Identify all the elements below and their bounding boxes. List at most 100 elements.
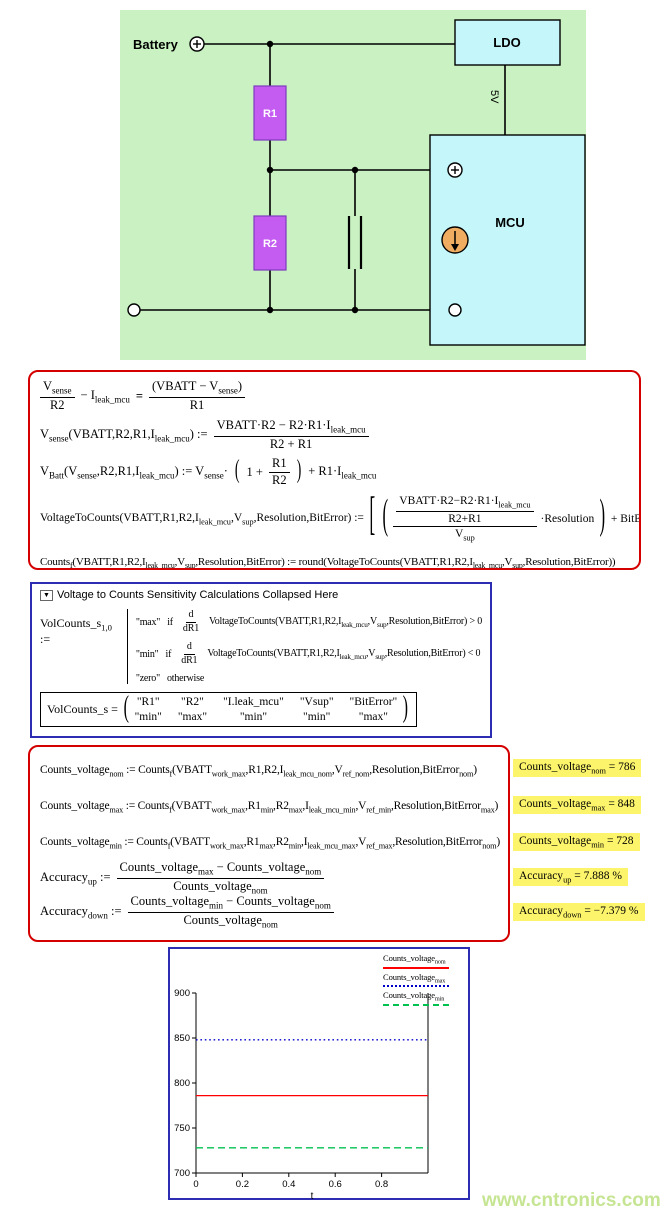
legend-line-sample — [383, 985, 449, 988]
eq-term: + BitError — [610, 513, 641, 525]
collapsed-area-header[interactable]: ▼ Voltage to Counts Sensitivity Calculat… — [40, 589, 482, 601]
eq-term: ·Resolution — [540, 513, 595, 525]
ldo-label: LDO — [493, 35, 520, 50]
current-source-icon — [441, 226, 469, 254]
eq-vsense-definition[interactable]: Vsense(VBATT,R2,R1,Ileak_mcu) := VBATT·R… — [40, 418, 629, 452]
results-equations-region[interactable]: Counts_voltagenom := Countsf(VBATTwork_m… — [28, 745, 510, 942]
eq-vbatt-definition[interactable]: VBatt(Vsense,R2,R1,Ileak_mcu) := Vsense·… — [40, 456, 629, 488]
case-value: "min" — [135, 648, 159, 660]
fraction: Vsense R2 — [40, 379, 75, 413]
bracket-open: [ — [369, 492, 376, 543]
eq-piecewise-sensitivity[interactable]: VolCounts_s1,0 := "max" if d dR1 Voltage… — [40, 609, 482, 684]
paren-open: ( — [234, 456, 240, 486]
case-value: "zero" — [135, 673, 160, 684]
legend-item: Counts_voltagemin — [383, 990, 463, 1007]
eq-full: Counts_voltagemax := Countsf(VBATTwork_m… — [40, 799, 499, 815]
matrix-cell: "max" — [177, 711, 208, 723]
collapse-toggle-icon[interactable]: ▼ — [40, 589, 53, 601]
y-tick-label: 850 — [174, 1033, 190, 1044]
result-counts-nominal[interactable]: Counts_voltagenom = 786 — [513, 759, 642, 778]
eq-counts-min[interactable]: Counts_voltagemin := Countsf(VBATTwork_m… — [40, 825, 501, 861]
x-axis-label: t — [311, 1191, 314, 1202]
mcu-input-plus-terminal-icon — [447, 162, 463, 178]
numerator: VBATT·R2−R2·R1·Ileak_mcu — [396, 494, 534, 512]
case-value: "max" — [135, 616, 161, 628]
denominator: Counts_voltagenom — [173, 878, 268, 896]
case-expression: VoltageToCounts(VBATT,R1,R2,Ileak_mcu,Vs… — [207, 647, 481, 661]
result-counts-min[interactable]: Counts_voltagemin = 728 — [513, 833, 640, 852]
denominator: R2 + R1 — [269, 436, 313, 451]
x-tick-label: 0.4 — [282, 1179, 295, 1190]
paren-close: ) — [599, 495, 606, 540]
inner-fraction: VBATT·R2−R2·R1·Ileak_mcu R2+R1 — [396, 494, 534, 526]
eq-lhs: VolCounts_s1,0 := — [40, 616, 112, 647]
eq-lhs: VolCounts_s = — [47, 702, 118, 716]
denominator: Counts_voltagenom — [183, 912, 278, 930]
eq-sensitivity-matrix[interactable]: VolCounts_s = ( "R1" "R2" "I.leak_mcu" "… — [40, 692, 482, 727]
matrix-cell: "min" — [239, 711, 268, 723]
y-tick-label: 800 — [174, 1078, 190, 1089]
legend-item: Counts_voltagemax — [383, 972, 463, 988]
eq-term: − Ileak_mcu — [80, 387, 130, 405]
y-tick-label: 900 — [174, 988, 190, 999]
fraction: VBATT·R2 − R2·R1·Ileak_mcu R2 + R1 — [213, 418, 369, 452]
matrix-cell: "min" — [134, 711, 162, 723]
outer-numerator: VBATT·R2−R2·R1·Ileak_mcu R2+R1 — [393, 494, 537, 528]
case-keyword: if — [165, 648, 172, 660]
y-tick-label: 700 — [174, 1168, 190, 1179]
matrix-cell: "R1" — [136, 696, 160, 708]
boolean-equals: = — [135, 388, 143, 403]
numerator: VBATT·R2 − R2·R1·Ileak_mcu — [213, 418, 369, 437]
result-accuracy-up[interactable]: Accuracyup = 7.888 % — [513, 868, 628, 887]
numerator: (VBATT − Vsense) — [149, 379, 245, 398]
eq-counts-max[interactable]: Counts_voltagemax := Countsf(VBATTwork_m… — [40, 789, 498, 825]
eq-counts-nominal[interactable]: Counts_voltagenom := Countsf(VBATTwork_m… — [40, 753, 498, 789]
case-keyword: if — [167, 616, 173, 628]
paren-open: ( — [123, 691, 129, 725]
paren-close: ) — [296, 456, 302, 486]
eq-current-balance[interactable]: Vsense R2 − Ileak_mcu = (VBATT − Vsense)… — [40, 379, 629, 413]
eq-voltage-to-counts-definition[interactable]: VoltageToCounts(VBATT,R1,R2,Ileak_mcu,Vs… — [40, 492, 639, 545]
matrix-cell: "max" — [358, 711, 388, 723]
eq-lhs: Accuracydown := — [40, 903, 122, 921]
numerator: R1 — [268, 456, 290, 473]
battery-plus-terminal-icon — [189, 36, 205, 52]
resistor-r2 — [253, 215, 287, 271]
sensitivity-region[interactable]: ▼ Voltage to Counts Sensitivity Calculat… — [30, 582, 492, 738]
legend-line-sample — [383, 966, 449, 969]
junction-dots — [266, 40, 359, 314]
eq-accuracy-up[interactable]: Accuracyup := Counts_voltagemax − Counts… — [40, 860, 498, 896]
x-tick-label: 0.6 — [329, 1179, 342, 1190]
piecewise-case: "zero" otherwise — [136, 673, 482, 684]
mcu-label: MCU — [495, 215, 525, 230]
matrix-cells: "R1" "R2" "I.leak_mcu" "Vsup" "BitError"… — [135, 696, 398, 723]
legend-label: Counts_voltagemax — [383, 971, 446, 985]
denominator: R2 — [271, 472, 287, 487]
circuit-schematic: LDO MCU 5V R1 R2 Battery — [127, 19, 586, 346]
legend-label: Counts_voltagemin — [383, 990, 445, 1004]
eq-counts-f-definition[interactable]: Countsf(VBATT,R1,R2,Ileak_mcu,Vsup,Resol… — [40, 554, 629, 568]
eq-accuracy-down[interactable]: Accuracydown := Counts_voltagemin − Coun… — [40, 894, 498, 930]
numerator: Counts_voltagemax − Counts_voltagenom — [116, 860, 325, 879]
legend-line-sample — [383, 1004, 449, 1007]
eq-lhs: Vsense(VBATT,R2,R1,Ileak_mcu) := — [40, 426, 208, 444]
piecewise-cases: "max" if d dR1 VoltageToCounts(VBATT,R1,… — [126, 609, 482, 684]
numerator: Vsense — [40, 379, 75, 398]
eq-lhs: VoltageToCounts(VBATT,R1,R2,Ileak_mcu,Vs… — [40, 511, 364, 527]
outer-denominator: Vsup — [455, 528, 475, 543]
derivation-equations-region[interactable]: Vsense R2 − Ileak_mcu = (VBATT − Vsense)… — [28, 370, 641, 570]
ldo-block — [454, 19, 561, 66]
capacitor-icon — [347, 216, 363, 269]
result-accuracy-down[interactable]: Accuracydown = −7.379 % — [513, 903, 645, 922]
matrix-selection-box: VolCounts_s = ( "R1" "R2" "I.leak_mcu" "… — [40, 692, 417, 727]
matrix-cell: "Vsup" — [299, 696, 334, 708]
result-counts-max[interactable]: Counts_voltagemax = 848 — [513, 796, 641, 815]
paren-open: ( — [382, 495, 388, 540]
legend-item: Counts_voltagenom — [383, 953, 463, 969]
eq-full: Counts_voltagemin := Countsf(VBATTwork_m… — [40, 835, 501, 851]
piecewise-case: "max" if d dR1 VoltageToCounts(VBATT,R1,… — [136, 609, 482, 635]
resistor-r1 — [253, 85, 287, 141]
x-tick-label: 0.8 — [375, 1179, 388, 1190]
